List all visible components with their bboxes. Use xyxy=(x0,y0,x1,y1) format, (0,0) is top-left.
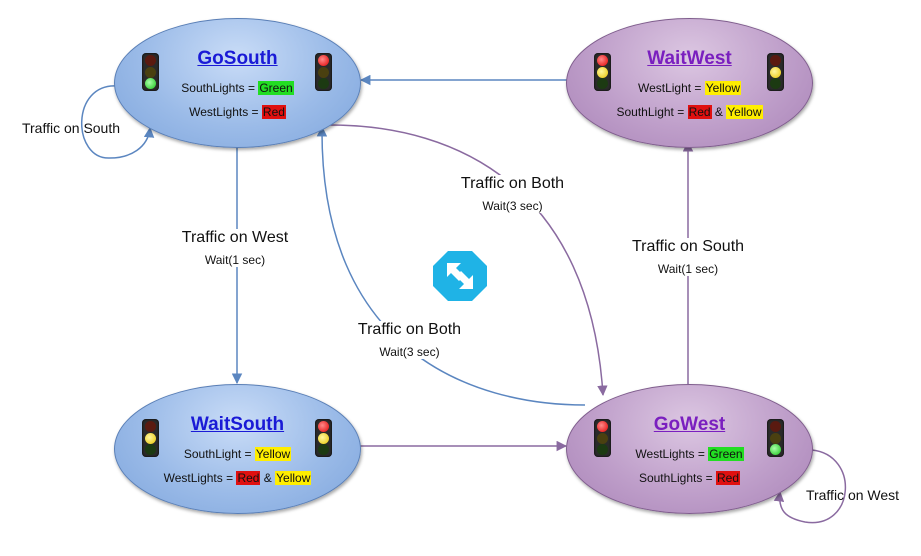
state-line: WestLights = Red & Yellow xyxy=(163,471,312,485)
traffic-light-icon xyxy=(767,419,784,457)
traffic-light-icon xyxy=(594,53,611,91)
state-line: SouthLight = Yellow xyxy=(183,447,292,461)
state-waitwest[interactable]: WaitWest WestLight = Yellow SouthLight =… xyxy=(566,18,813,148)
state-gosouth[interactable]: GoSouth SouthLights = Green WestLights =… xyxy=(114,18,361,148)
traffic-light-icon xyxy=(315,53,332,91)
state-waitsouth[interactable]: WaitSouth SouthLight = Yellow WestLights… xyxy=(114,384,361,514)
state-line: SouthLight = Red & Yellow xyxy=(616,105,763,119)
state-title[interactable]: GoSouth xyxy=(197,48,278,69)
label-self-south: Traffic on South xyxy=(21,120,121,136)
label-gosouth-to-waitsouth: Traffic on West Wait(1 sec) xyxy=(160,229,310,267)
state-line: SouthLights = Green xyxy=(181,81,294,95)
label-gowest-to-waitwest: Traffic on South Wait(1 sec) xyxy=(612,238,764,276)
state-title[interactable]: GoWest xyxy=(653,414,726,435)
traffic-light-icon xyxy=(142,53,159,91)
traffic-light-icon xyxy=(142,419,159,457)
traffic-light-icon xyxy=(315,419,332,457)
state-line: WestLight = Yellow xyxy=(637,81,742,95)
state-gowest[interactable]: GoWest WestLights = Green SouthLights = … xyxy=(566,384,813,514)
state-line: SouthLights = Red xyxy=(638,471,741,485)
state-title[interactable]: WaitSouth xyxy=(190,414,285,435)
traffic-light-icon xyxy=(594,419,611,457)
state-title[interactable]: WaitWest xyxy=(647,48,732,69)
workflow-logo-icon xyxy=(433,251,487,301)
arrow-self-west xyxy=(773,449,846,524)
state-line: WestLights = Green xyxy=(635,447,744,461)
state-line: WestLights = Red xyxy=(189,105,286,119)
label-gowest-to-gosouth: Traffic on Both Wait(3 sec) xyxy=(337,321,482,359)
label-self-west: Traffic on West xyxy=(805,487,900,503)
traffic-light-icon xyxy=(767,53,784,91)
label-gosouth-to-gowest: Traffic on Both Wait(3 sec) xyxy=(440,175,585,213)
arrow-self-south xyxy=(81,85,155,159)
